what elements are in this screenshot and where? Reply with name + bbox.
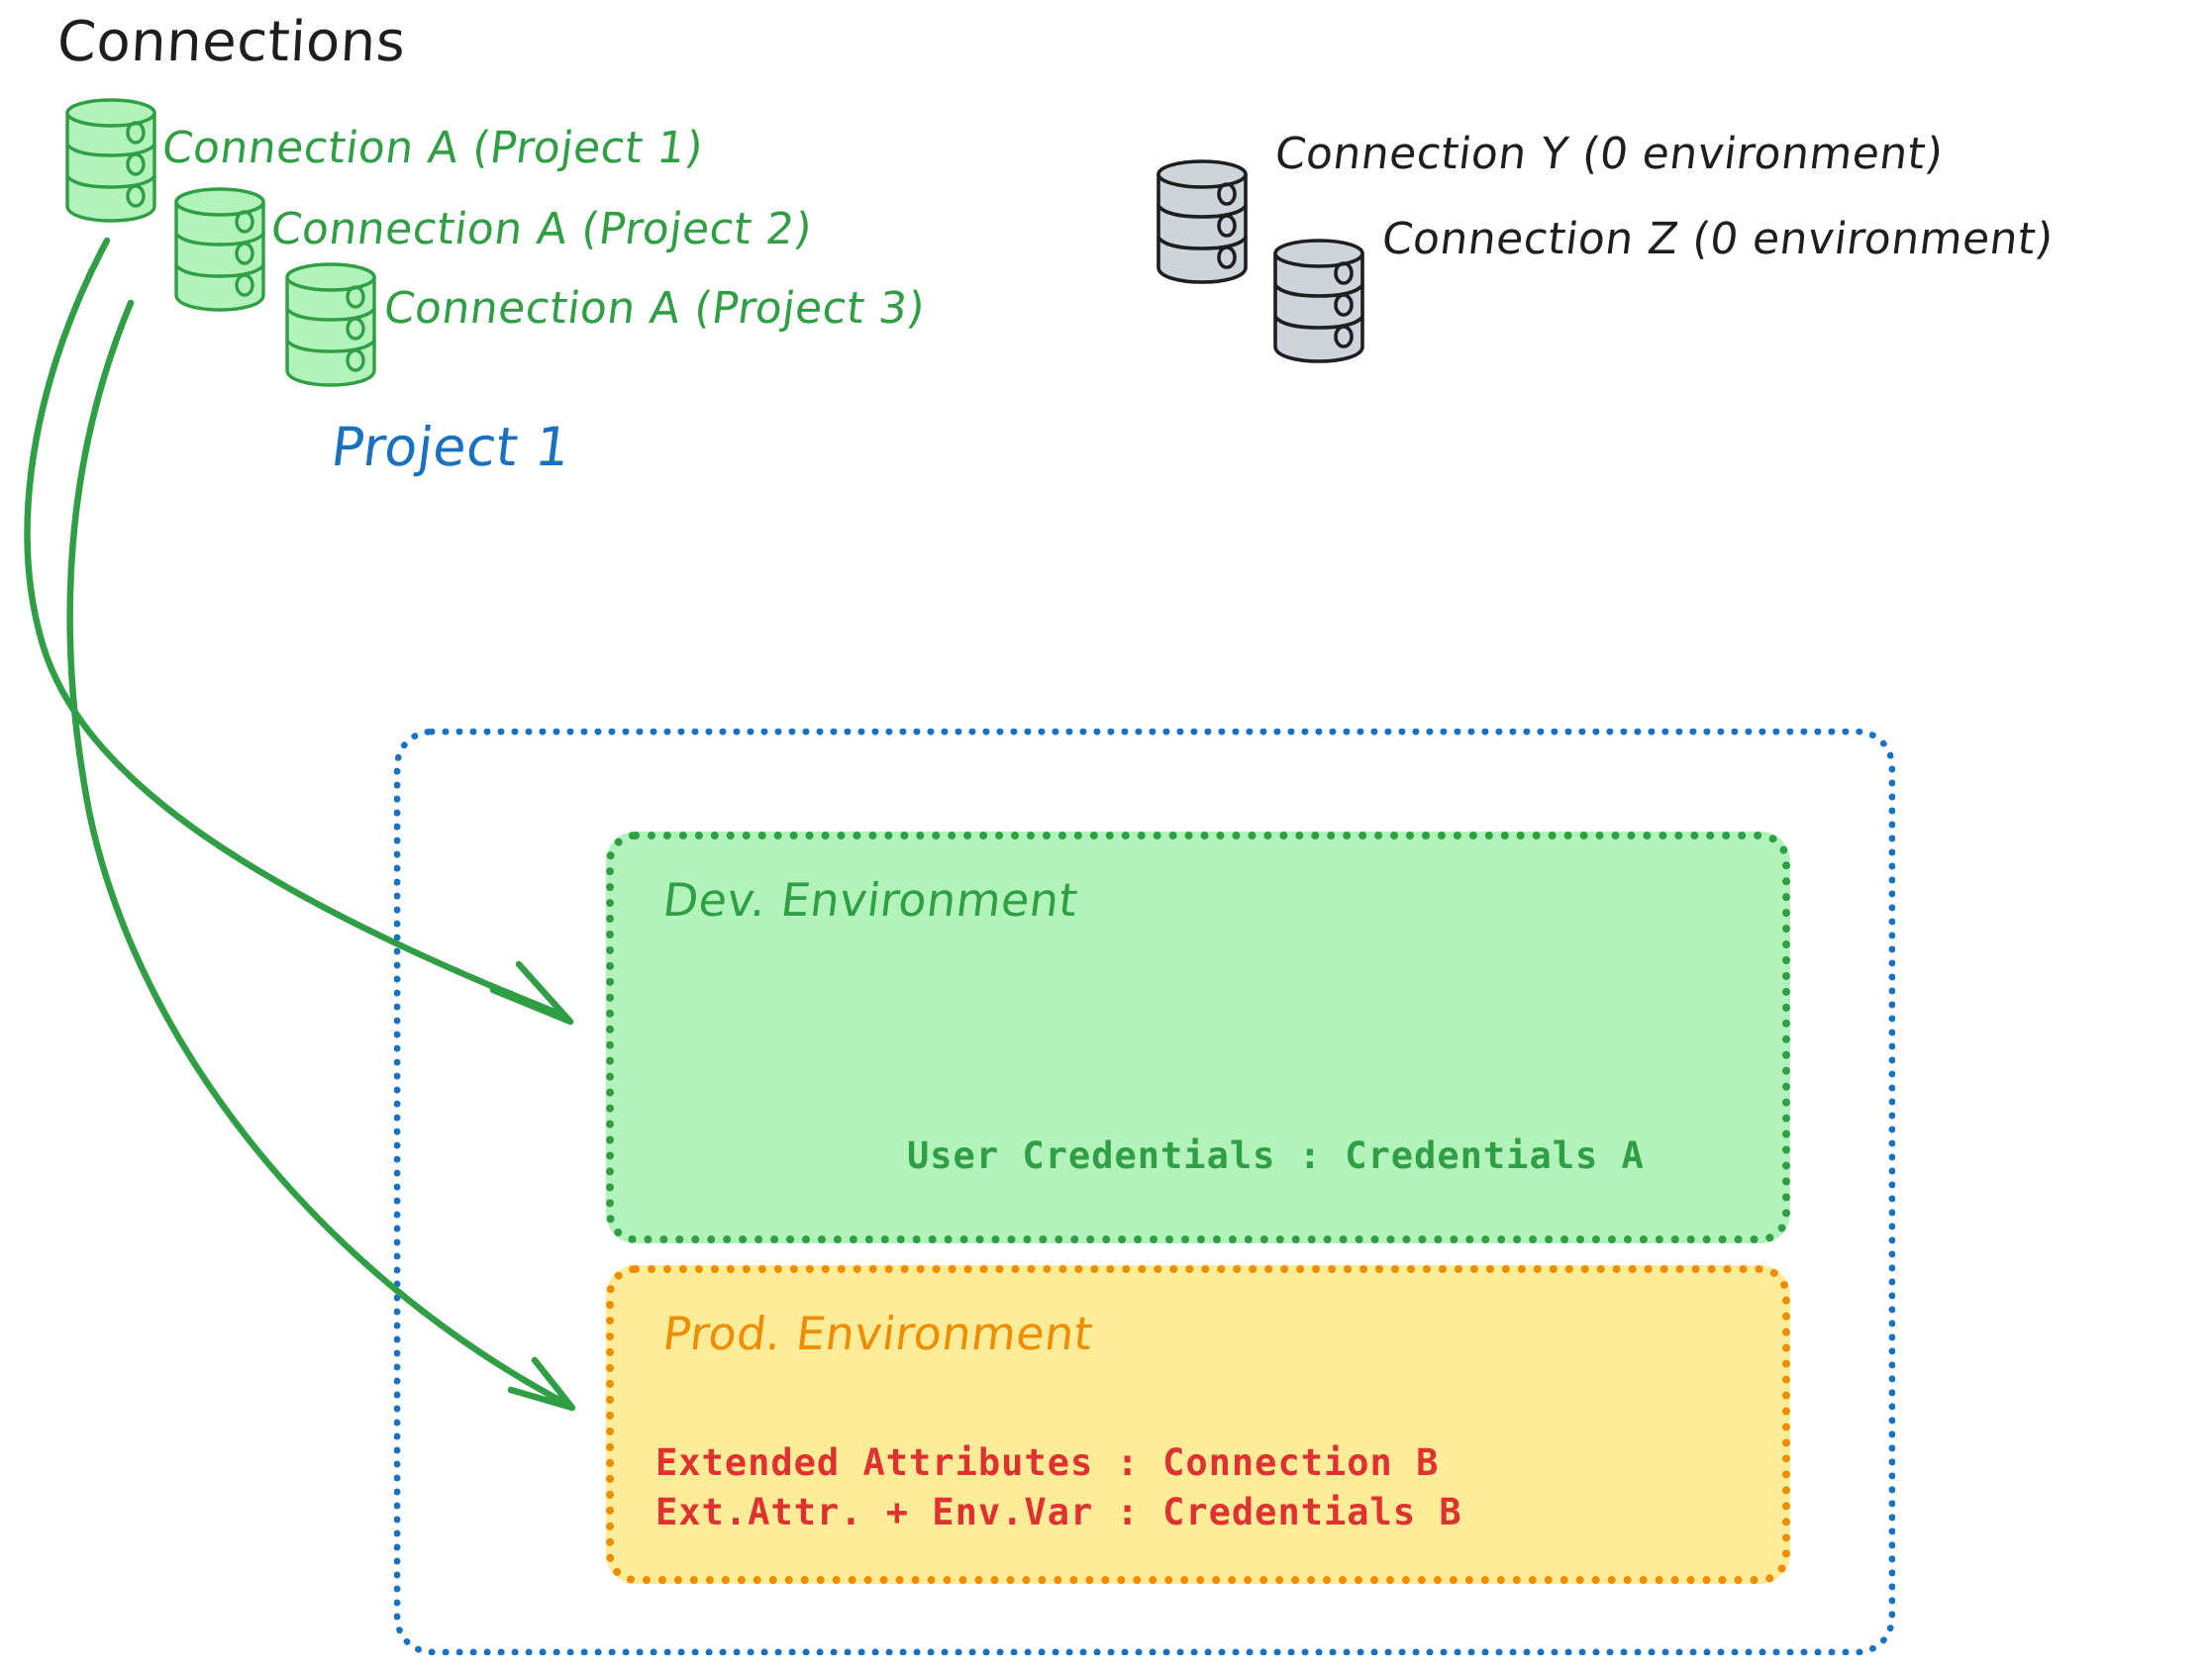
dev-environment-box[interactable]: Dev. Environment User Credentials : Cred… [606,832,1790,1243]
dev-environment-title: Dev. Environment [659,873,1081,927]
prod-environment-line-2: Ext.Attr. + Env.Var : Credentials B [655,1491,1462,1533]
connection-label-z: Connection Z (0 environment) [1378,214,2057,264]
dev-environment-line-1: User Credentials : Credentials A [907,1134,1645,1177]
project-title: Project 1 [328,416,574,478]
connection-label-a3: Connection A (Project 3) [380,283,929,334]
database-icon-connection-z[interactable] [1269,236,1368,364]
connection-label-y: Connection Y (0 environment) [1271,129,1947,179]
connection-label-a2: Connection A (Project 2) [267,204,816,254]
database-icon-connection-a3[interactable] [281,259,380,388]
page-title: Connections [55,10,408,74]
database-icon-connection-a2[interactable] [170,184,269,313]
prod-environment-box[interactable]: Prod. Environment Extended Attributes : … [606,1265,1790,1584]
database-icon-connection-y[interactable] [1153,156,1252,285]
database-icon-connection-a1[interactable] [61,95,160,224]
prod-environment-title: Prod. Environment [659,1307,1096,1360]
prod-environment-line-1: Extended Attributes : Connection B [655,1441,1440,1484]
connection-label-a1: Connection A (Project 1) [158,123,707,173]
